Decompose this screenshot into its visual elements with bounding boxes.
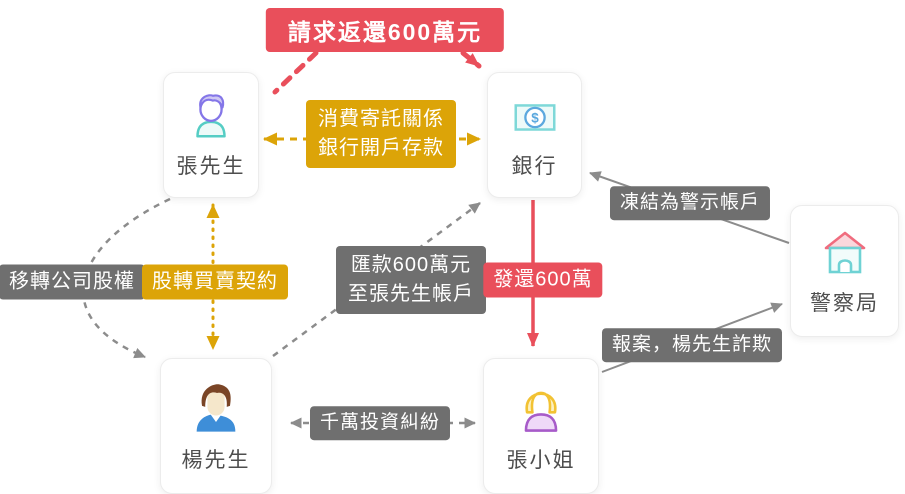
edge-label-refund: 發還600萬	[483, 262, 603, 298]
node-label: 警察局	[810, 291, 879, 315]
man-avatar-icon	[196, 383, 236, 432]
claim-banner: 請求返還600萬元	[265, 8, 505, 52]
edge-label-consignment: 消費寄託關係 銀行開戶存款	[306, 100, 456, 168]
edge-label-freeze: 凍結為警示帳戶	[609, 186, 771, 220]
edge-label-line: 銀行開戶存款	[318, 137, 444, 159]
node-bank: $ 銀行	[487, 72, 582, 198]
edge-label-remit: 匯款600萬元 至張先生帳戶	[336, 246, 486, 314]
node-label: 銀行	[511, 154, 558, 178]
banknote-icon: $	[513, 103, 556, 131]
node-label: 張小姐	[506, 448, 576, 472]
arrow-claim-to-zhang	[272, 50, 319, 95]
edge-label-report: 報案，楊先生詐欺	[601, 328, 783, 362]
arrow-claim-to-bank	[460, 50, 482, 69]
edge-label-equity-contract: 股轉買賣契約	[142, 264, 288, 300]
node-label: 張先生	[176, 154, 246, 178]
edge-label-transfer-equity: 移轉公司股權	[0, 264, 145, 300]
edge-label-line: 匯款600萬元	[350, 254, 472, 276]
node-zhang-mr: 張先生	[163, 72, 259, 198]
node-yang-mr: 楊先生	[160, 358, 272, 494]
woman-avatar-icon	[524, 388, 558, 432]
edge-label-line: 至張先生帳戶	[348, 283, 474, 305]
svg-text:$: $	[531, 110, 539, 125]
node-police: 警察局	[790, 205, 899, 337]
edge-label-dispute: 千萬投資糾紛	[309, 406, 451, 440]
node-zhang-ms: 張小姐	[483, 358, 599, 494]
node-label: 楊先生	[181, 448, 251, 472]
man-avatar-icon	[196, 93, 226, 138]
edge-label-line: 消費寄託關係	[318, 108, 444, 130]
police-station-icon	[824, 231, 865, 273]
